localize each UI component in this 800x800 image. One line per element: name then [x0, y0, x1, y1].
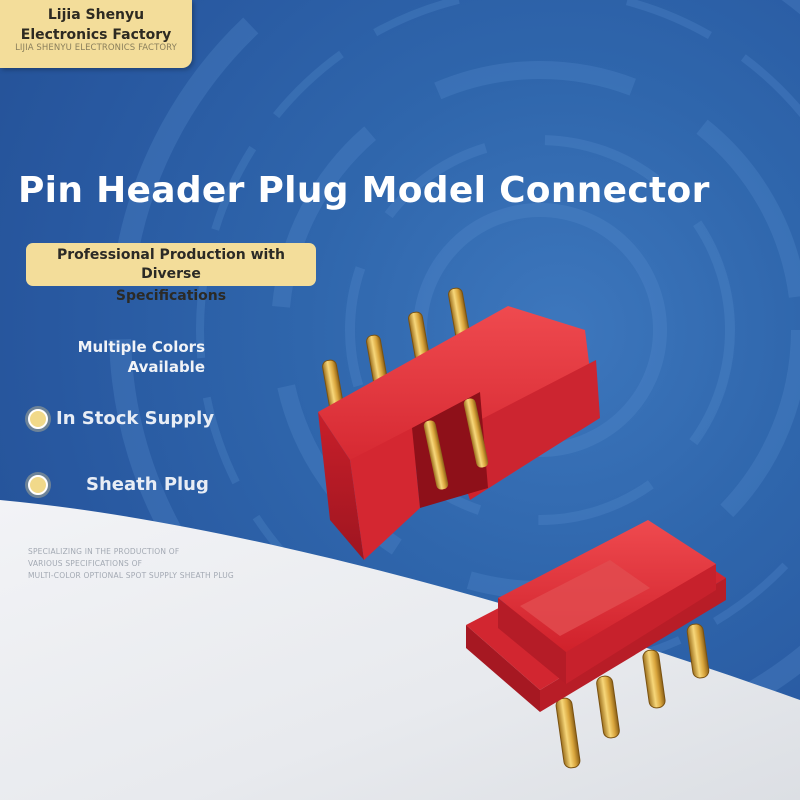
feature-label: In Stock Supply	[56, 408, 215, 429]
colors-note-line1: Multiple Colors	[77, 338, 205, 356]
brand-badge: Lijia Shenyu Electronics Factory LIJIA S…	[0, 0, 192, 68]
lower-connector	[466, 520, 726, 769]
colors-note-line2: Available	[127, 358, 205, 376]
colors-note: Multiple Colors Available	[40, 337, 205, 377]
fine-print-line: VARIOUS SPECIFICATIONS OF	[28, 559, 143, 568]
brand-subtitle: LIJIA SHENYU ELECTRONICS FACTORY	[15, 43, 177, 53]
fine-print-line: SPECIALIZING IN THE PRODUCTION OF	[28, 547, 180, 556]
production-badge-line2: Specifications	[115, 288, 227, 304]
bullet-dot-icon	[28, 475, 48, 495]
fine-print: SPECIALIZING IN THE PRODUCTION OF VARIOU…	[28, 546, 234, 582]
bullet-dot-icon	[28, 409, 48, 429]
production-badge-line1: Professional Production with Diverse	[57, 247, 285, 282]
upper-connector	[318, 287, 600, 560]
feature-label: Sheath Plug	[86, 474, 209, 495]
upper-pins	[322, 287, 470, 413]
fine-print-line: MULTI-COLOR OPTIONAL SPOT SUPPLY SHEATH …	[28, 571, 234, 580]
brand-name-line1: Lijia Shenyu	[47, 7, 145, 23]
page-title: Pin Header Plug Model Connector	[18, 170, 710, 211]
brand-name-line2: Electronics Factory	[20, 27, 172, 43]
production-badge: Professional Production with Diverse Spe…	[26, 243, 316, 304]
